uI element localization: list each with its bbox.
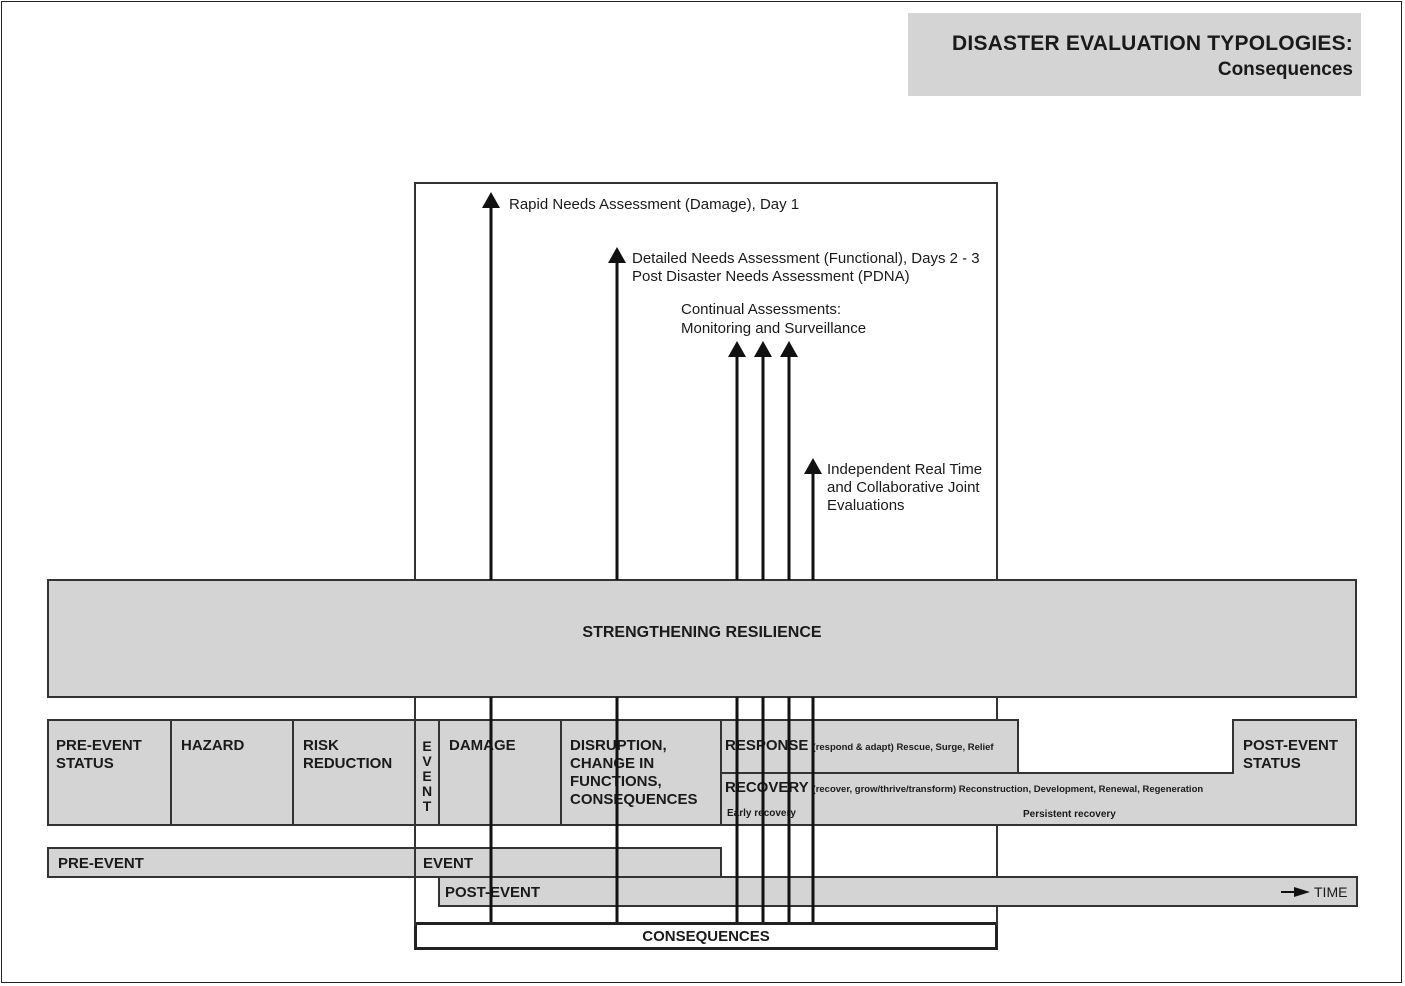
pre-event-status-label-1: PRE-EVENT <box>56 737 142 754</box>
detailed-assessment-label-1: Detailed Needs Assessment (Functional), … <box>632 250 980 267</box>
independent-evaluation-label-1: Independent Real Time <box>827 461 983 478</box>
event-letter-v: V <box>422 753 432 769</box>
event-letter-e2: E <box>422 768 432 784</box>
title-main: DISASTER EVALUATION TYPOLOGIES: <box>952 32 1353 55</box>
risk-reduction-label-1: RISK <box>303 737 339 754</box>
damage-label: DAMAGE <box>449 737 516 754</box>
phase-post-event: POST-EVENT TIME <box>438 876 1358 907</box>
stage-recovery: RECOVERY (recover, grow/thrive/transform… <box>720 772 1357 826</box>
disruption-label-4: CONSEQUENCES <box>570 791 698 808</box>
continual-assessment-label-2: Monitoring and Surveillance <box>681 320 867 337</box>
stage-hazard: HAZARD <box>170 719 294 826</box>
phase-pre-event-label: PRE-EVENT <box>58 855 144 872</box>
resilience-band: STRENGTHENING RESILIENCE <box>47 579 1357 698</box>
hazard-label: HAZARD <box>181 737 245 754</box>
event-letter-n: N <box>421 783 433 799</box>
disruption-label-2: CHANGE IN <box>570 755 655 772</box>
post-event-status-label-1: POST-EVENT <box>1243 737 1339 754</box>
continual-arrow-2-head <box>754 341 772 357</box>
resilience-label: STRENGTHENING RESILIENCE <box>582 624 822 641</box>
continual-assessment-label-1: Continual Assessments: <box>681 301 842 318</box>
event-letter-t: T <box>422 798 432 814</box>
persistent-recovery-label: Persistent recovery <box>1023 809 1116 820</box>
independent-arrow-head <box>804 458 822 474</box>
title-sub: Consequences <box>1217 59 1353 80</box>
continual-arrow-1-head <box>728 341 746 357</box>
time-arrow-head <box>1294 887 1310 897</box>
rapid-assessment-label: Rapid Needs Assessment (Damage), Day 1 <box>509 196 800 213</box>
independent-evaluation-label-2: and Collaborative Joint <box>827 479 980 496</box>
consequences-box: CONSEQUENCES <box>414 922 998 950</box>
response-detail: (respond & adapt) Rescue, Surge, Relief <box>812 742 994 753</box>
stage-risk-reduction: RISK REDUCTION <box>292 719 416 826</box>
event-letter-e1: E <box>422 738 432 754</box>
pre-event-status-label-2: STATUS <box>56 755 114 772</box>
stage-post-event-status: POST-EVENT STATUS <box>1232 719 1357 774</box>
continual-arrow-3-head <box>780 341 798 357</box>
stage-disruption: DISRUPTION, CHANGE IN FUNCTIONS, CONSEQU… <box>560 719 722 826</box>
early-recovery-label: Early recovery <box>727 808 796 819</box>
detailed-arrow-head <box>608 247 626 263</box>
consequences-label: CONSEQUENCES <box>642 928 770 945</box>
phase-pre-event: PRE-EVENT <box>47 847 417 878</box>
detailed-assessment-label-2: Post Disaster Needs Assessment (PDNA) <box>632 268 910 285</box>
stage-event: E V E N T <box>414 719 440 826</box>
stage-response: RESPONSE (respond & adapt) Rescue, Surge… <box>720 719 1019 774</box>
rapid-arrow-head <box>482 192 500 208</box>
phase-post-event-label: POST-EVENT <box>445 884 541 901</box>
assessment-window <box>414 182 998 582</box>
time-label: TIME <box>1314 884 1348 900</box>
recovery-detail: (recover, grow/thrive/transform) Reconst… <box>812 784 1204 795</box>
independent-evaluation-label-3: Evaluations <box>827 497 905 514</box>
risk-reduction-label-2: REDUCTION <box>303 755 393 772</box>
post-event-status-label-2: STATUS <box>1243 755 1301 772</box>
stage-pre-event-status: PRE-EVENT STATUS <box>47 719 172 826</box>
phase-event-label: EVENT <box>423 855 474 872</box>
title-box: DISASTER EVALUATION TYPOLOGIES: Conseque… <box>908 13 1361 96</box>
